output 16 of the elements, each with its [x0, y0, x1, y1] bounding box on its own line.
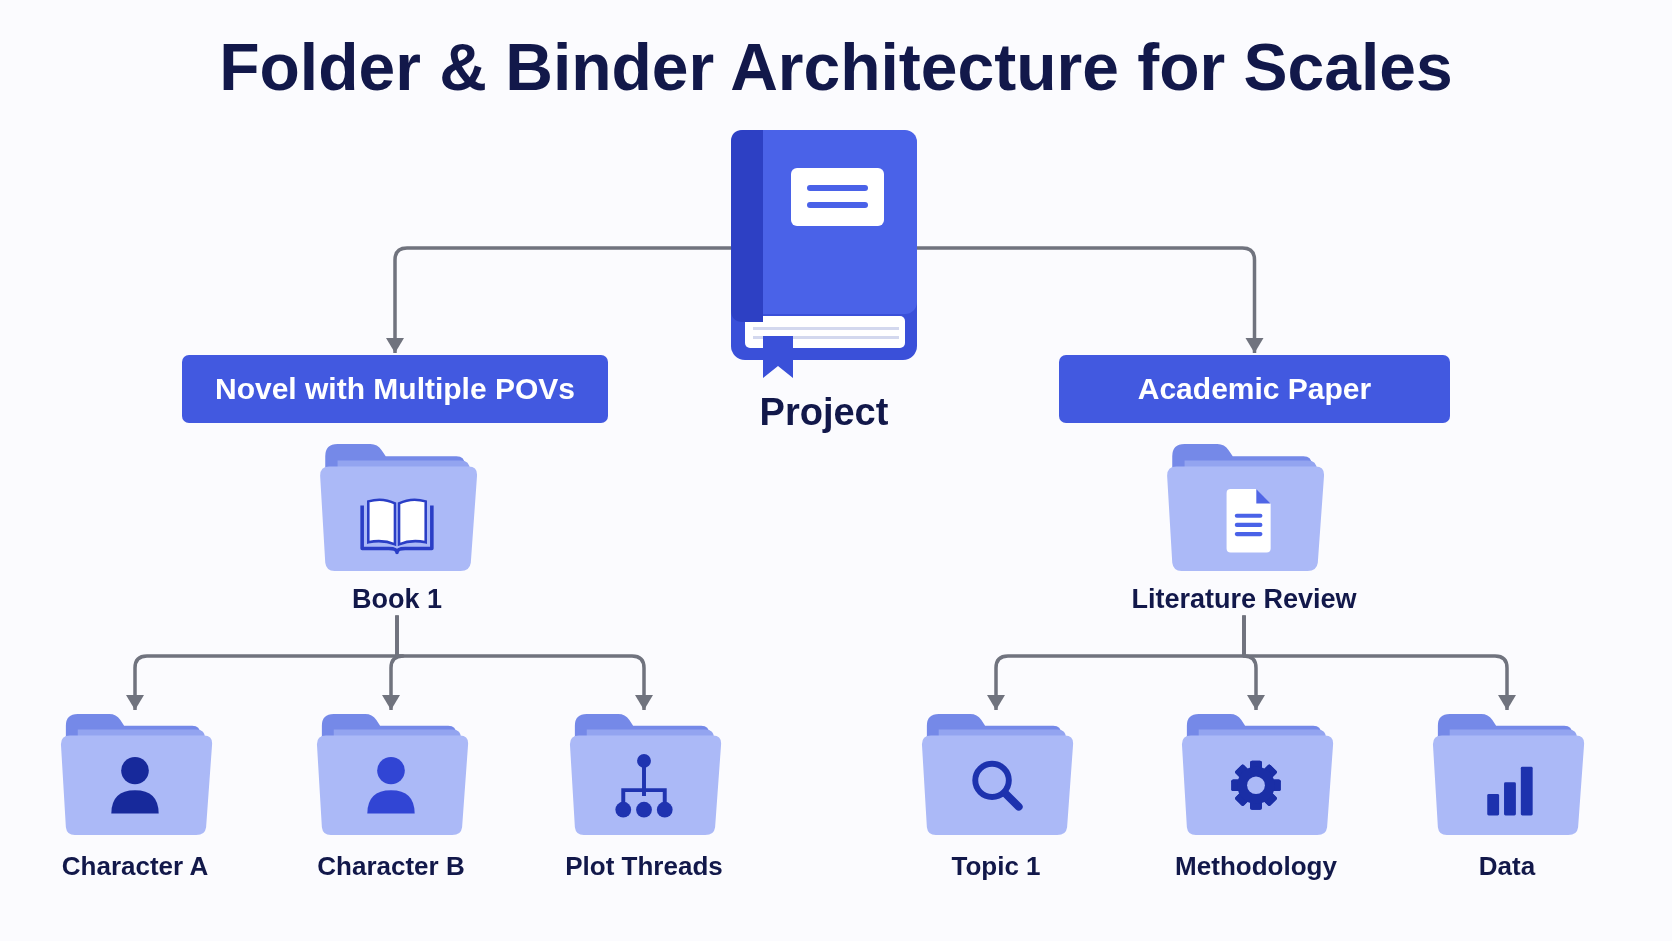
category-box: Novel with Multiple POVs	[182, 355, 608, 423]
arrow	[386, 246, 731, 353]
folder-label: Plot Threads	[565, 851, 723, 883]
category-box: Academic Paper	[1059, 355, 1450, 423]
project-label: Project	[759, 390, 889, 435]
folder-label: Literature Review	[1131, 583, 1357, 616]
diagram-title: Folder & Binder Architecture for Scales	[219, 30, 1453, 106]
arrow	[917, 246, 1264, 353]
folder-label: Data	[1478, 851, 1536, 883]
folder-label: Book 1	[352, 583, 442, 616]
arrow	[395, 615, 653, 710]
folder-label: Methodology	[1175, 851, 1337, 883]
folder-label: Character A	[61, 851, 209, 883]
arrow	[1242, 615, 1516, 710]
folder-label: Topic 1	[951, 851, 1041, 883]
folder-label: Character B	[317, 851, 465, 883]
